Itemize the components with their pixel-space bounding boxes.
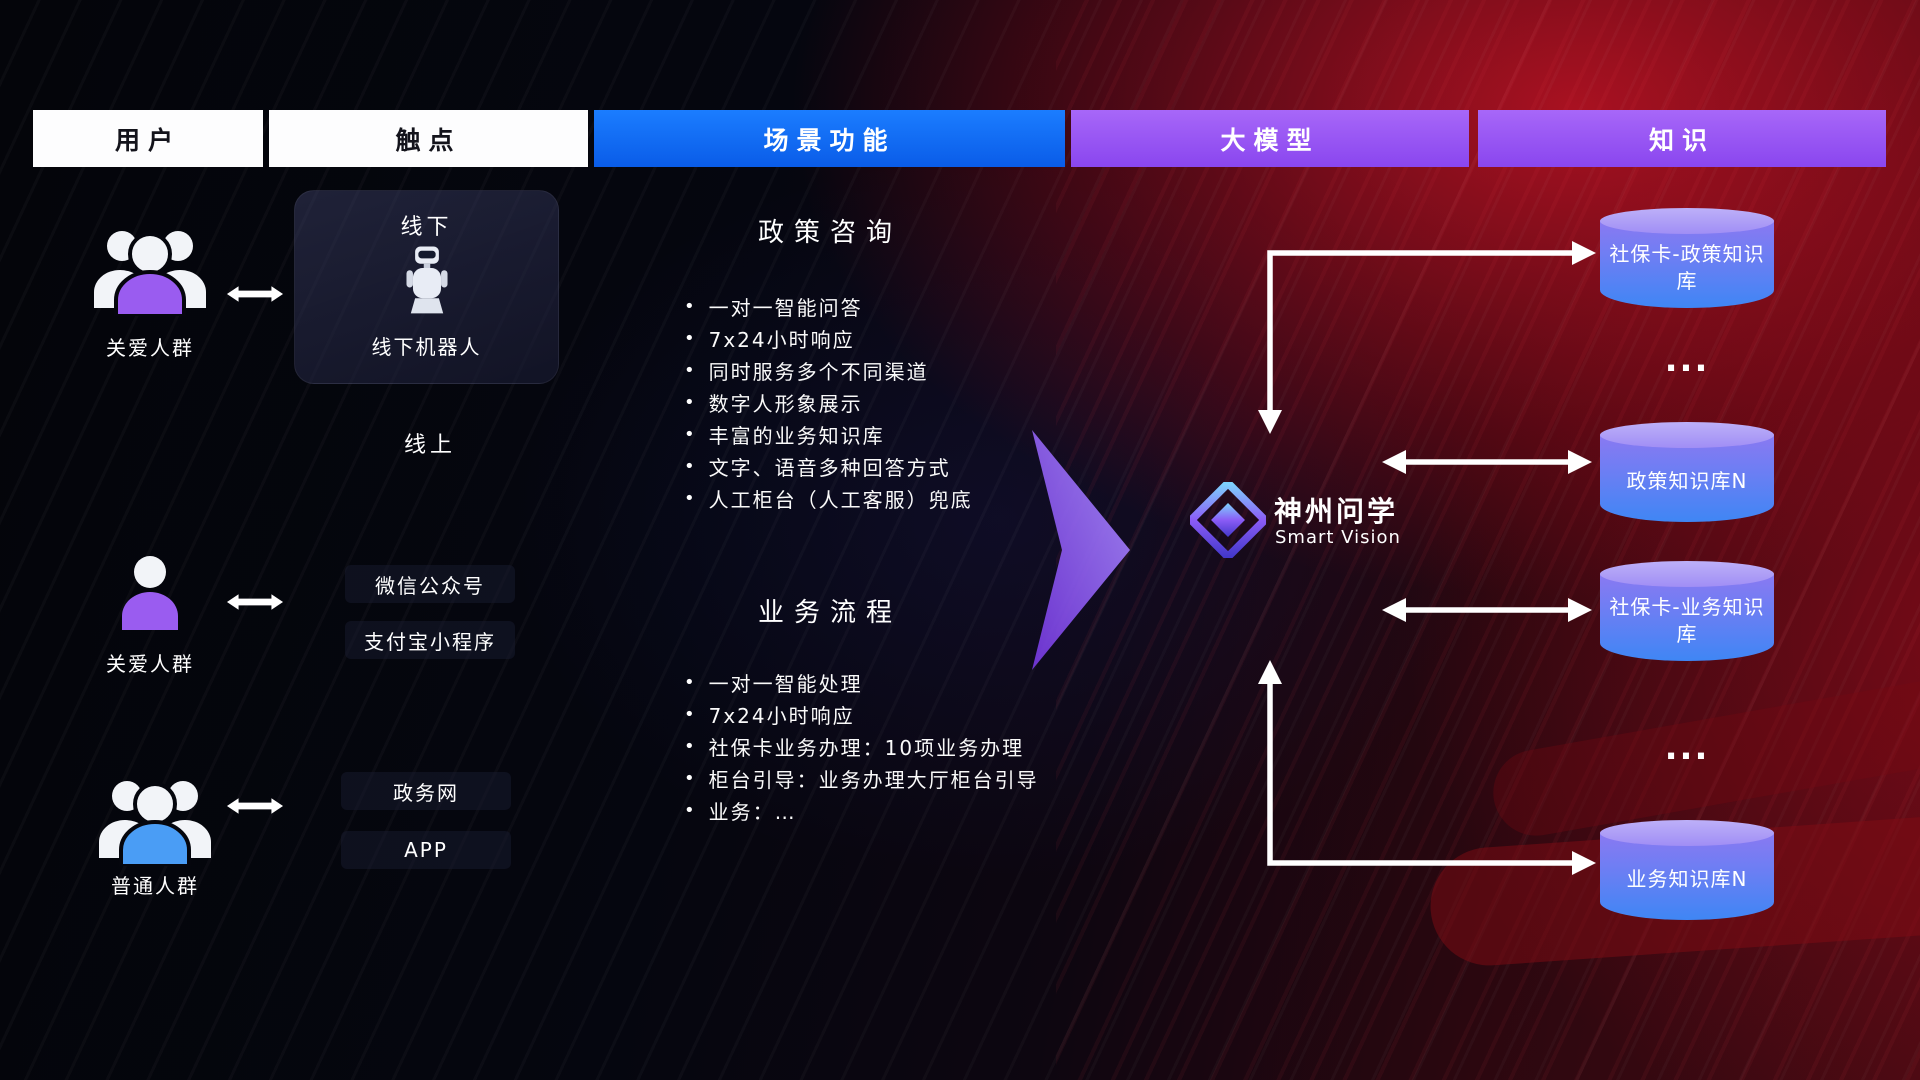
scenario-title-policy: 政策咨询 [757, 218, 902, 248]
double-arrow-icon [226, 286, 284, 302]
kb-cylinder-policy-n: 政策知识库N [1600, 422, 1774, 522]
channel-wechat: 微信公众号 [345, 565, 515, 603]
column-header-knowledge: 知识 [1478, 110, 1886, 167]
channel-app: APP [341, 831, 511, 869]
kb-cylinder-policy-social-card: 社保卡-政策知识库 [1600, 208, 1774, 308]
bullet-item: 7x24小时响应 [684, 698, 1039, 730]
offline-robot-label: 线下机器人 [371, 335, 482, 359]
robot-icon [405, 246, 448, 314]
column-header-touchpoint: 触点 [269, 110, 588, 167]
cylinder-label: 社保卡-政策知识库 [1600, 221, 1774, 308]
cylinder-top [1600, 561, 1774, 587]
double-arrow-icon [226, 798, 284, 814]
cylinder-label: 业务知识库N [1600, 833, 1774, 920]
cylinder-label: 社保卡-业务知识库 [1600, 574, 1774, 661]
column-header-model: 大模型 [1071, 110, 1469, 167]
cylinder-top [1600, 208, 1774, 234]
bullet-item: 柜台引导：业务办理大厅柜台引导 [684, 762, 1039, 794]
policy-bullet-list: 一对一智能问答 7x24小时响应 同时服务多个不同渠道 数字人形象展示 丰富的业… [684, 290, 973, 514]
bullet-item: 社保卡业务办理：10项业务办理 [684, 730, 1039, 762]
bullet-item: 7x24小时响应 [684, 322, 973, 354]
channel-alipay-miniapp: 支付宝小程序 [345, 621, 515, 659]
flow-arrow-icon [1032, 430, 1130, 670]
bullet-item: 数字人形象展示 [684, 386, 973, 418]
user-label-care-group-2: 关爱人群 [106, 652, 194, 676]
bullet-item: 人工柜台（人工客服）兜底 [684, 482, 973, 514]
user-label-care-group-1: 关爱人群 [106, 336, 194, 360]
bullet-item: 同时服务多个不同渠道 [684, 354, 973, 386]
general-group-people-icon [99, 781, 211, 866]
cylinder-label: 政策知识库N [1600, 435, 1774, 522]
cylinder-top [1600, 820, 1774, 846]
bullet-item: 丰富的业务知识库 [684, 418, 973, 450]
scenario-title-business: 业务流程 [757, 598, 902, 628]
smart-vision-logo-icon [1190, 482, 1266, 558]
ellipsis-label: ... [1664, 728, 1710, 768]
offline-robot-card: 线下 线下机器人 [294, 190, 559, 384]
bullet-item: 业务：… [684, 794, 1039, 826]
business-bullet-list: 一对一智能处理 7x24小时响应 社保卡业务办理：10项业务办理 柜台引导：业务… [684, 666, 1039, 826]
offline-title: 线下 [400, 215, 453, 240]
model-subtitle: Smart Vision [1275, 527, 1401, 548]
channel-gov-web: 政务网 [341, 772, 511, 810]
care-person-icon [122, 556, 178, 630]
ellipsis-label: ... [1664, 340, 1710, 380]
bullet-item: 一对一智能处理 [684, 666, 1039, 698]
column-header-user: 用户 [33, 110, 263, 167]
model-name: 神州问学 [1274, 495, 1399, 528]
user-label-general-group: 普通人群 [111, 874, 199, 898]
kb-cylinder-business-n: 业务知识库N [1600, 820, 1774, 920]
online-title: 线上 [403, 433, 456, 458]
cylinder-top [1600, 422, 1774, 448]
care-group-people-icon [94, 231, 206, 316]
double-arrow-icon [226, 594, 284, 610]
bullet-item: 文字、语音多种回答方式 [684, 450, 973, 482]
column-header-scenario: 场景功能 [594, 110, 1065, 167]
bullet-item: 一对一智能问答 [684, 290, 973, 322]
kb-cylinder-business-social-card: 社保卡-业务知识库 [1600, 561, 1774, 661]
